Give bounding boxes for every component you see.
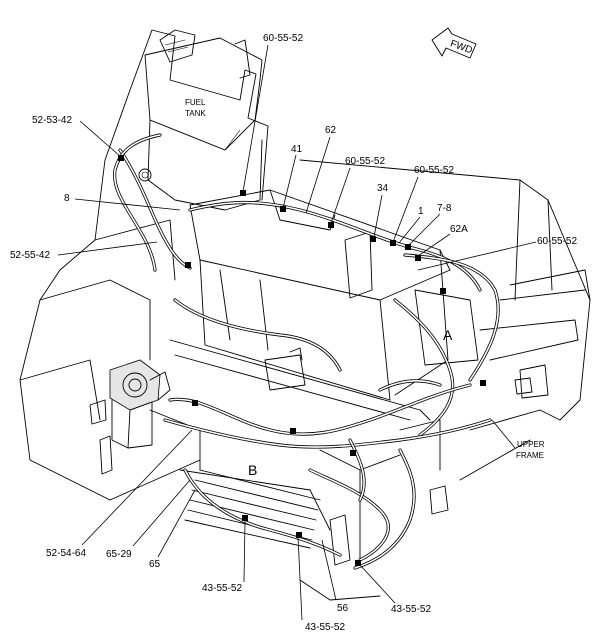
fuel-tank [138, 29, 263, 211]
callout-62a: 62A [450, 224, 468, 235]
callout-65: 65 [149, 559, 161, 570]
callout-60-55-52-right: 60-55-52 [537, 236, 577, 247]
fuel-tank-label-1: FUEL [185, 98, 206, 107]
pump-filter-assembly [89, 359, 171, 475]
callout-60-55-52-top: 60-55-52 [263, 33, 303, 44]
callout-43-55-52-left: 43-55-52 [202, 583, 242, 594]
fwd-label: FWD [449, 38, 474, 56]
upper-frame-label-2: FRAME [516, 451, 544, 460]
fwd-arrow: FWD [431, 27, 477, 59]
callout-8: 8 [64, 193, 70, 204]
callout-43-55-52-bottom: 43-55-52 [305, 622, 345, 633]
hose-clips [118, 155, 486, 566]
callout-43-55-52-right: 43-55-52 [391, 604, 431, 615]
callout-52-55-42: 52-55-42 [10, 250, 50, 261]
callout-60-55-52-mid2: 60-55-52 [414, 165, 454, 176]
callout-34: 34 [377, 183, 389, 194]
callout-62: 62 [325, 125, 337, 136]
callout-56: 56 [337, 603, 349, 614]
machine-frame-outline [19, 29, 591, 601]
callout-60-55-52-mid1: 60-55-52 [345, 156, 385, 167]
fuel-tank-label-2: TANK [185, 109, 206, 118]
hose-routing [113, 133, 500, 570]
callout-1: 1 [418, 206, 424, 217]
view-b-label: B [248, 462, 257, 478]
callout-7-8: 7-8 [437, 203, 452, 214]
view-a-label: A [443, 327, 453, 343]
callout-52-54-64: 52-54-64 [46, 548, 86, 559]
callout-65-29: 65-29 [106, 549, 132, 560]
callout-52-53-42: 52-53-42 [32, 115, 72, 126]
view-a-frame [414, 289, 479, 366]
upper-frame-label-1: UPPER [517, 440, 545, 449]
callout-41: 41 [291, 144, 303, 155]
callouts: 60-55-52 52-53-42 62 41 60-55-52 60-55-5… [10, 33, 577, 633]
